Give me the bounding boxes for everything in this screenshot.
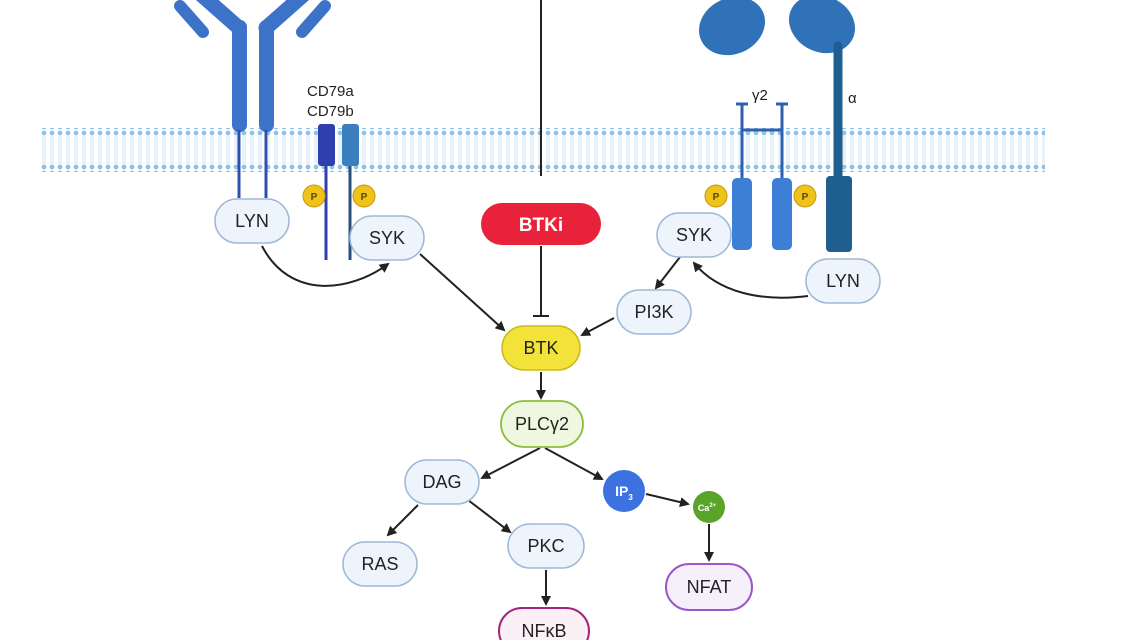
node-btk: BTK: [501, 325, 581, 371]
arrow-dag-to-ras: [386, 504, 419, 537]
node-plcg2: PLCγ2: [500, 400, 584, 448]
arrow-lyn-to-syk-right: [692, 261, 809, 299]
svg-text:SYK: SYK: [676, 225, 712, 245]
svg-text:PLCγ2: PLCγ2: [515, 414, 569, 434]
b-cell-receptor: [174, 0, 331, 198]
node-syk-right: SYK: [656, 212, 732, 258]
node-syk-left: SYK: [349, 215, 425, 261]
svg-text:PKC: PKC: [527, 536, 564, 556]
cd79-heterodimer: [318, 124, 359, 260]
arrow-plcg2-to-dag: [480, 447, 541, 479]
svg-text:PI3K: PI3K: [634, 302, 673, 322]
arrow-lyn-to-syk-left: [261, 245, 390, 287]
svg-text:Ca2+: Ca2+: [698, 503, 717, 513]
arrow-pi3k-to-btk: [580, 317, 615, 336]
cd79b-label: CD79b: [307, 103, 354, 120]
node-pi3k: PI3K: [616, 289, 692, 335]
pathway-arrows: [261, 245, 809, 606]
arrow-ip3-to-ca: [645, 493, 690, 508]
node-btki: BTKi: [481, 203, 601, 245]
svg-text:LYN: LYN: [826, 271, 860, 291]
gamma2-label: γ2: [752, 87, 768, 104]
svg-text:BTK: BTK: [523, 338, 558, 358]
node-nfat: NFAT: [665, 563, 753, 611]
svg-text:NFκB: NFκB: [522, 621, 567, 640]
svg-text:P: P: [802, 192, 809, 203]
node-ras: RAS: [342, 541, 418, 587]
cd79a-label: CD79a: [307, 83, 354, 100]
phospho-marker: P: [302, 184, 326, 208]
node-lyn-right: LYN: [805, 258, 881, 304]
svg-text:IP3: IP3: [615, 483, 633, 502]
svg-text:SYK: SYK: [369, 228, 405, 248]
node-calcium: Ca2+: [693, 491, 725, 523]
node-ip3: IP3: [603, 470, 645, 512]
svg-text:P: P: [713, 192, 720, 203]
svg-text:DAG: DAG: [422, 472, 461, 492]
arrow-syk-left-to-btk: [419, 253, 506, 332]
node-nfkb: NFκB: [498, 607, 590, 640]
node-lyn-left: LYN: [214, 198, 290, 244]
svg-text:RAS: RAS: [361, 554, 398, 574]
phospho-marker: P: [352, 184, 376, 208]
fc-receptor: [698, 0, 856, 252]
arrow-dag-to-pkc: [467, 499, 512, 534]
node-dag: DAG: [404, 459, 480, 505]
svg-text:P: P: [361, 192, 368, 203]
arrow-syk-right-to-pi3k: [654, 256, 681, 290]
arrow-plcg2-to-ip3: [544, 447, 604, 480]
svg-text:LYN: LYN: [235, 211, 269, 231]
phospho-marker: P: [793, 184, 817, 208]
cell-membrane: [40, 128, 1045, 172]
svg-text:BTKi: BTKi: [519, 215, 563, 236]
svg-text:P: P: [311, 192, 318, 203]
node-pkc: PKC: [507, 523, 585, 569]
phospho-marker: P: [704, 184, 728, 208]
alpha-label: α: [848, 90, 857, 107]
svg-text:NFAT: NFAT: [687, 577, 732, 597]
